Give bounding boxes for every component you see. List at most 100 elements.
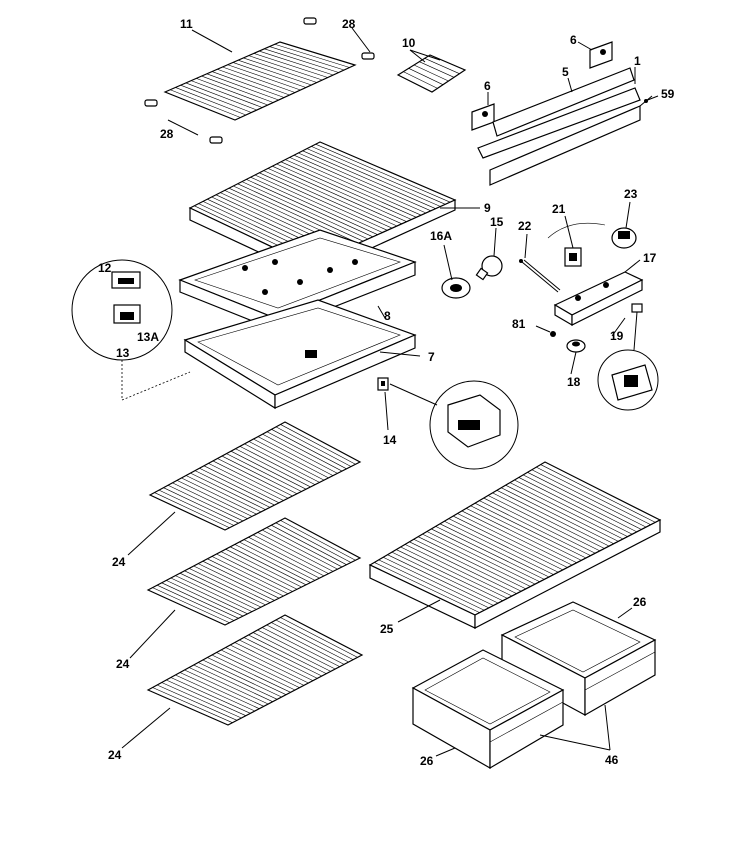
shelf-wire: [234, 544, 311, 583]
shelf-wire: [409, 541, 517, 594]
shelf-wire: [257, 436, 334, 476]
shelf-wire: [457, 513, 568, 568]
shelf-wire: [387, 554, 494, 606]
shelf-wire: [206, 73, 279, 101]
shelf-wire: [198, 662, 278, 700]
shelf-wire: [225, 548, 302, 588]
shelf-wire: [487, 495, 601, 552]
shelf-wire: [198, 563, 275, 601]
shelf-wire: [408, 68, 444, 85]
lamp-socket-16a: [441, 277, 471, 299]
shelf-wire: [185, 82, 257, 111]
shelf-wire: [163, 487, 239, 524]
shelf-wire: [275, 426, 352, 467]
label-8: 8: [384, 309, 391, 323]
shelf-wire: [207, 657, 287, 695]
shelf-wire: [227, 64, 301, 91]
detail-12-13: [71, 259, 191, 401]
shelf-wire: [207, 558, 284, 597]
shelf-wire: [252, 534, 329, 574]
label-19: 19: [610, 329, 624, 343]
shelf-wire: [239, 541, 316, 581]
shelf-wire: [285, 159, 417, 218]
shelf-wire: [196, 78, 268, 106]
shelf-wire: [264, 48, 339, 73]
shelf-wire: [391, 551, 499, 604]
shelf-wire: [154, 492, 230, 529]
shelf-wire: [152, 587, 230, 624]
label-22: 22: [518, 219, 532, 233]
shelf-wire: [243, 539, 320, 579]
shelf-wire: [448, 518, 559, 573]
shelf-wire: [222, 66, 296, 93]
shelf-wire: [250, 176, 378, 235]
shelf-wire: [466, 508, 577, 564]
wire-shelf-24-bottom: [146, 614, 364, 726]
shelf-wire: [509, 482, 624, 540]
label-10: 10: [402, 36, 416, 50]
shelf-wire: [188, 667, 269, 705]
shelf-wire: [461, 510, 573, 566]
shelf-wire: [266, 624, 345, 665]
screw-59: [644, 95, 659, 103]
label-24c: 24: [108, 748, 122, 762]
label-9: 9: [484, 201, 491, 215]
shelf-wire: [230, 546, 307, 586]
shelf-wire: [474, 502, 587, 559]
wire-shelf-24-mid: [146, 517, 362, 626]
shelf-wire: [262, 627, 340, 667]
label-28a: 28: [342, 17, 356, 31]
shelf-wire: [271, 622, 349, 663]
shelf-wire: [201, 75, 274, 103]
shelf-wire: [280, 617, 358, 658]
shelf-wire: [239, 446, 316, 485]
shelf-wire: [191, 80, 263, 108]
label-11: 11: [180, 17, 193, 31]
shelf-wire: [244, 443, 320, 483]
shelf-wire: [202, 560, 280, 599]
label-21: 21: [552, 202, 566, 216]
shelf-wire: [220, 649, 300, 688]
shelf-wire: [161, 582, 239, 619]
shelf-wire: [536, 466, 651, 526]
shelf-wire: [185, 475, 262, 513]
shelf-wire: [413, 64, 449, 82]
shelf-wire: [527, 472, 642, 530]
shelf-wire: [396, 549, 503, 602]
shelf-wire: [431, 528, 540, 583]
shelf-wire: [170, 577, 248, 615]
shelf-wire: [237, 183, 364, 242]
label-7: 7: [428, 350, 435, 364]
shelf-wire: [193, 664, 273, 702]
label-81: 81: [512, 317, 526, 331]
housing-17: [553, 271, 644, 327]
panel-7: [183, 299, 417, 410]
shelf-wire: [306, 148, 441, 207]
shelf-wire: [518, 477, 633, 535]
knob-18: [566, 339, 586, 353]
light-bulb-15: [475, 255, 503, 281]
shelf-wire: [439, 523, 550, 578]
shelf-wire: [413, 538, 522, 592]
shelf-wire: [522, 474, 638, 533]
shelf-wire: [166, 679, 246, 716]
shelf-wire: [181, 477, 257, 515]
shelf-wire: [470, 505, 582, 561]
label-5: 5: [562, 65, 569, 79]
rail-5: [477, 67, 653, 186]
shelf-wire: [190, 472, 266, 510]
label-26b: 26: [420, 754, 434, 768]
shelf-wire: [225, 647, 305, 686]
shelf-wire: [253, 53, 328, 78]
label-14: 14: [383, 433, 397, 447]
shelf-wire: [233, 185, 359, 244]
shelf-wire: [403, 71, 438, 89]
shelf-wire: [274, 43, 350, 68]
clip-set-10: [396, 54, 467, 93]
shelf-wire: [266, 431, 343, 472]
label-28b: 28: [160, 127, 174, 141]
shelf-wire: [211, 654, 291, 693]
shelf-wire: [226, 453, 302, 492]
shelf-wire: [180, 84, 252, 113]
